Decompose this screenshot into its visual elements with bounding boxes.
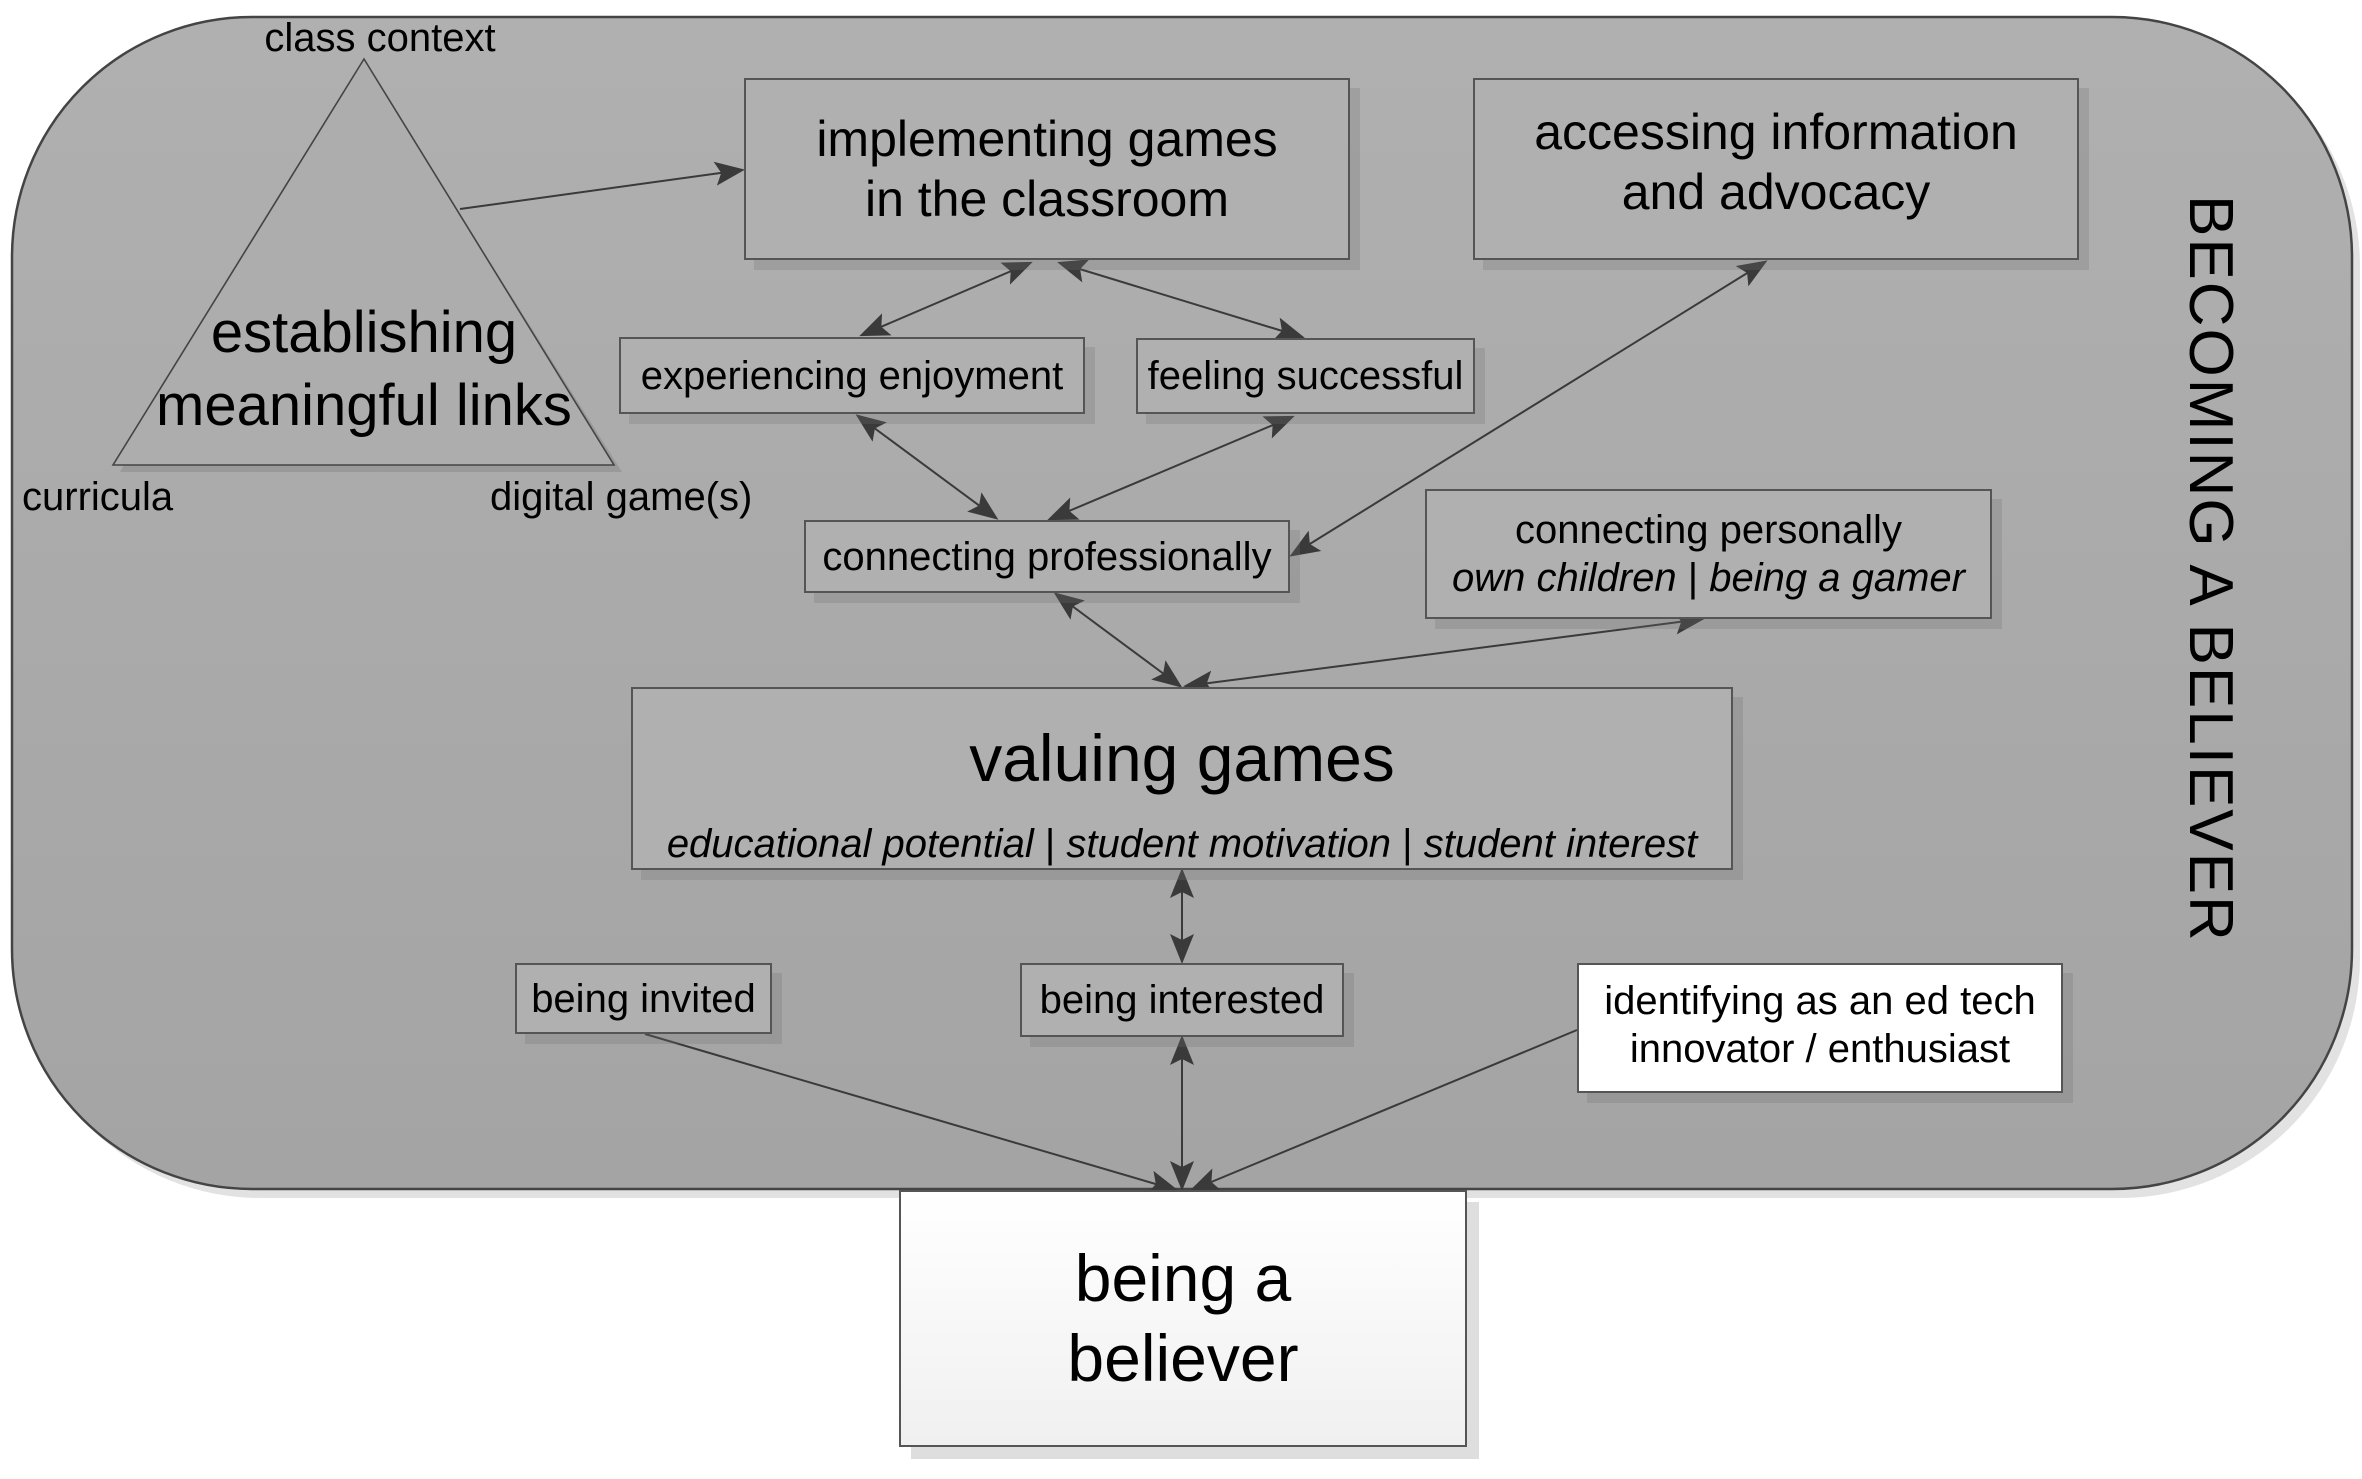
valuing-sub-separator-2: | xyxy=(1402,822,1413,867)
node-connecting-professionally: connecting professionally xyxy=(804,520,1290,593)
triangle-label-line-2: meaningful links xyxy=(156,373,572,438)
node-valuing-games: valuing games educational potential | st… xyxy=(631,687,1733,870)
edge-identifying-believer xyxy=(1189,1029,1578,1192)
edge-implementing-enjoyment xyxy=(859,261,1033,337)
triangle-label-line-1: establishing xyxy=(211,300,517,365)
edges-group xyxy=(459,161,1768,1194)
node-implementing-line-2: in the classroom xyxy=(864,171,1230,227)
edge-implementing-successful xyxy=(1057,259,1305,341)
corner-label-digital-games: digital game(s) xyxy=(490,475,752,519)
corner-label-class-context: class context xyxy=(264,16,495,60)
diagram-title-vertical: BECOMING A BELIEVER xyxy=(2176,195,2245,943)
corner-label-curricula: curricula xyxy=(22,475,174,519)
node-successful-label: feeling successful xyxy=(1147,354,1464,398)
node-being-a-believer: being a believer xyxy=(899,1190,1467,1447)
node-feeling-successful: feeling successful xyxy=(1136,338,1475,414)
edge-personally-valuing xyxy=(1183,610,1705,695)
node-identifying-line-2: innovator / enthusiast xyxy=(1629,1027,2011,1071)
valuing-sub-educational-potential: educational potential xyxy=(666,822,1034,867)
node-experiencing-enjoyment: experiencing enjoyment xyxy=(619,337,1085,414)
node-being-interested: being interested xyxy=(1020,963,1344,1037)
valuing-sub-student-interest: student interest xyxy=(1423,822,1698,867)
node-believer-line-2: believer xyxy=(1067,1320,1299,1395)
node-implementing-line-1: implementing games xyxy=(816,111,1278,167)
personally-sub-being-a-gamer: being a gamer xyxy=(1709,556,1965,600)
node-connecting-personally: connecting personally own children | bei… xyxy=(1425,489,1992,619)
node-valuing-sub: educational potential | student motivati… xyxy=(667,820,1697,868)
edge-accessing-professionally xyxy=(1289,260,1768,557)
node-believer-line-1: being a xyxy=(1074,1241,1292,1316)
edge-invited-believer xyxy=(644,1033,1179,1194)
node-personally-label: connecting personally xyxy=(1515,508,1902,552)
node-enjoyment-label: experiencing enjoyment xyxy=(640,353,1064,398)
edge-triangle-to-implementing xyxy=(459,161,745,210)
edge-successful-professionally xyxy=(1047,415,1295,521)
node-valuing-label: valuing games xyxy=(969,721,1395,795)
valuing-sub-student-motivation: student motivation xyxy=(1066,822,1392,867)
edge-enjoyment-professionally xyxy=(855,414,999,520)
node-interested-label: being interested xyxy=(1039,978,1325,1022)
node-professionally-label: connecting professionally xyxy=(822,534,1272,579)
establishing-links-triangle xyxy=(111,57,616,466)
node-identifying-line-1: identifying as an ed tech xyxy=(1604,979,2036,1023)
node-being-invited: being invited xyxy=(515,963,772,1034)
node-accessing-line-2: and advocacy xyxy=(1621,164,1931,220)
edge-professionally-valuing xyxy=(1053,592,1183,688)
node-implementing-games: implementing games in the classroom xyxy=(744,78,1350,260)
node-personally-sub: own children | being a gamer xyxy=(1452,554,1965,602)
personally-sub-separator: | xyxy=(1687,556,1699,600)
node-invited-label: being invited xyxy=(531,976,756,1021)
node-accessing-information: accessing information and advocacy xyxy=(1473,78,2079,260)
valuing-sub-separator-1: | xyxy=(1044,822,1056,867)
personally-sub-own-children: own children xyxy=(1452,556,1677,600)
node-identifying-ed-tech: identifying as an ed tech innovator / en… xyxy=(1577,963,2063,1093)
node-accessing-line-1: accessing information xyxy=(1534,104,2018,160)
